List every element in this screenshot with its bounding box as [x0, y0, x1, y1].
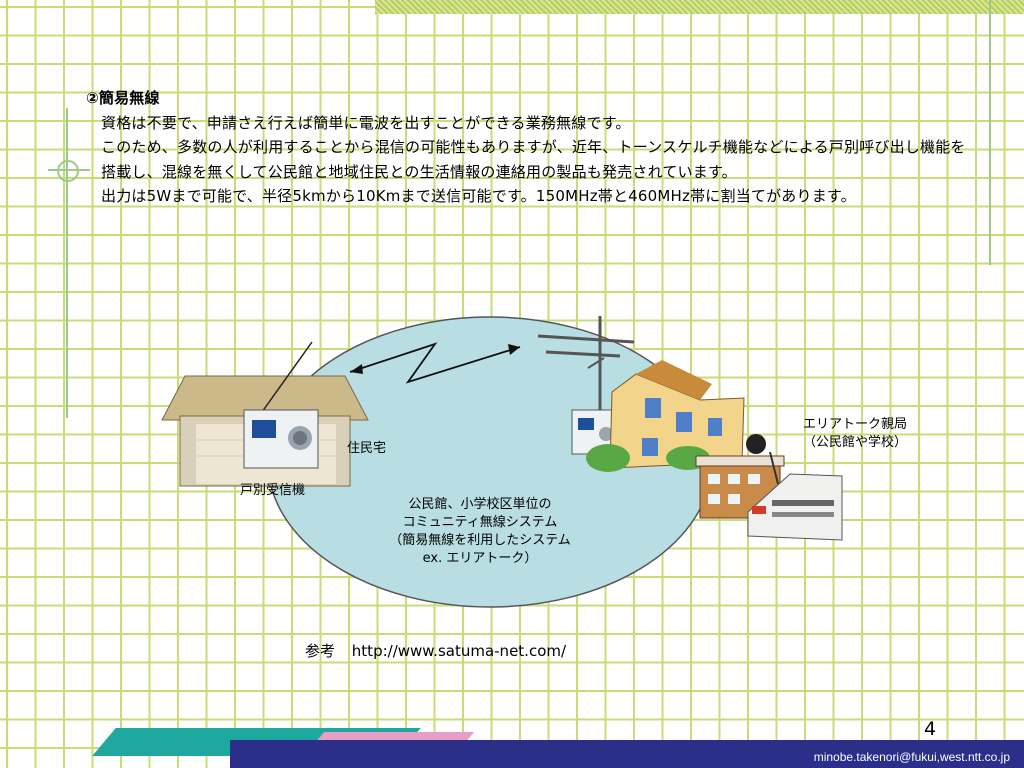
- page-number: 4: [924, 718, 937, 740]
- footer-email: minobe.takenori@fukui,west.ntt.co.jp: [813, 750, 1010, 764]
- paragraph-3: 出力は5Wまで可能で、半径5kmから10Kmまで送信可能です。150MHz帯と4…: [101, 187, 856, 205]
- house-label: 住民宅: [347, 441, 387, 456]
- system-description-line-2: コミュニティ無線システム: [402, 515, 558, 530]
- system-description: 公民館、小学校区単位の コミュニティ無線システム （簡易無線を利用したシステム …: [350, 496, 610, 568]
- footer-navy-band: [230, 740, 1024, 768]
- system-description-line-1: 公民館、小学校区単位の: [408, 497, 552, 512]
- section-heading: ②簡易無線: [86, 89, 160, 107]
- system-description-line-4: ex. エリアトーク）: [422, 551, 538, 566]
- system-description-line-3: （簡易無線を利用したシステム: [389, 533, 571, 548]
- paragraph-2: このため、多数の人が利用することから混信の可能性もありますが、近年、トーンスケル…: [101, 138, 966, 181]
- community-hall-icon: [695, 455, 785, 519]
- base-station-label: エリアトーク親局 （公民館や学校）: [785, 416, 925, 452]
- left-decorative-circle: [57, 160, 79, 182]
- reference-url[interactable]: http://www.satuma-net.com/: [351, 642, 567, 660]
- reference-label: 参考: [305, 642, 336, 660]
- top-decorative-band: [375, 0, 1024, 14]
- school-building-icon: [586, 360, 745, 472]
- left-decorative-line: [66, 108, 68, 418]
- radio-wave-arrow-icon: [349, 342, 521, 384]
- paragraph-1: 資格は不要で、申請さえ行えば簡単に電波を出すことができる業務無線です。: [101, 113, 631, 132]
- home-receiver-icon: [243, 341, 319, 469]
- base-console-icon: [746, 434, 843, 541]
- base-station-label-line-1: エリアトーク親局: [802, 417, 907, 432]
- base-station-label-line-2: （公民館や学校）: [802, 435, 907, 450]
- receiver-label: 戸別受信機: [240, 483, 306, 498]
- body-text: ②簡易無線 資格は不要で、申請さえ行えば簡単に電波を出すことができる業務無線です…: [86, 86, 966, 209]
- reference: 参考 http://www.satuma-net.com/: [305, 640, 566, 661]
- right-decorative-line: [989, 0, 991, 265]
